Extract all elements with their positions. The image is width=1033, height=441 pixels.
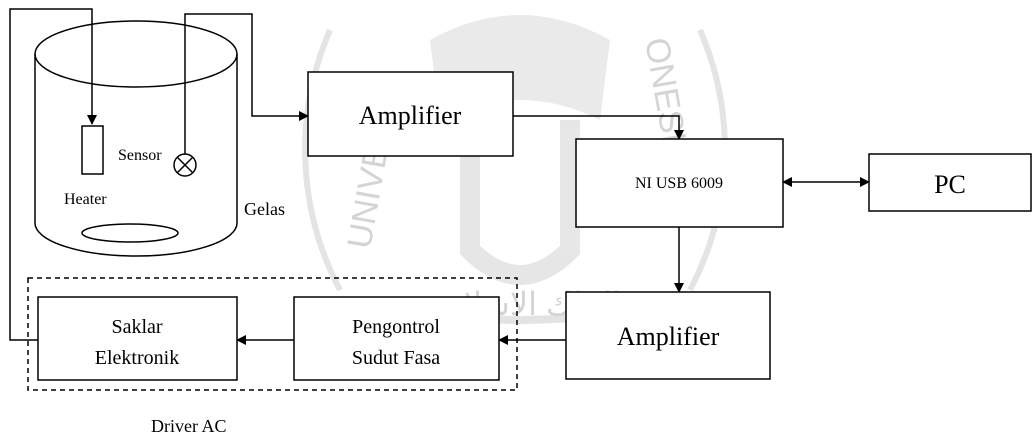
amplifier-bottom-label: Amplifier [617, 322, 720, 351]
sensor-label: Sensor [118, 147, 162, 164]
driver-ac-label: Driver AC [151, 416, 227, 436]
phase-controller-label-line2: Sudut Fasa [352, 347, 440, 369]
sensor-icon [173, 153, 197, 177]
wire-sensor-to-amplifier [184, 13, 309, 154]
wire-amplifier-to-daq [513, 115, 684, 140]
glass-label: Gelas [244, 199, 285, 219]
electronic-switch-label-line1: Saklar [111, 316, 162, 338]
daq-label: NI USB 6009 [635, 175, 723, 192]
pc-block: PC [868, 153, 1032, 212]
daq-block: NI USB 6009 [575, 138, 784, 228]
tank-bottom-plate [81, 223, 179, 243]
amplifier-top-block: Amplifier [307, 71, 514, 157]
heater-label: Heater [64, 191, 107, 208]
electronic-switch-block: Saklar Elektronik [37, 296, 238, 381]
amplifier-top-label: Amplifier [359, 101, 462, 130]
electronic-switch-label-line2: Elektronik [95, 347, 179, 369]
wire-heater-feed [9, 8, 97, 341]
pc-label: PC [934, 170, 966, 199]
phase-controller-block: Pengontrol Sudut Fasa [293, 296, 500, 381]
amplifier-bottom-block: Amplifier [565, 291, 771, 380]
glass-tank [34, 20, 238, 257]
driver-ac-group [27, 277, 518, 391]
wires [9, 8, 870, 345]
heater-element [81, 125, 104, 175]
phase-controller-label-line1: Pengontrol [352, 316, 440, 338]
